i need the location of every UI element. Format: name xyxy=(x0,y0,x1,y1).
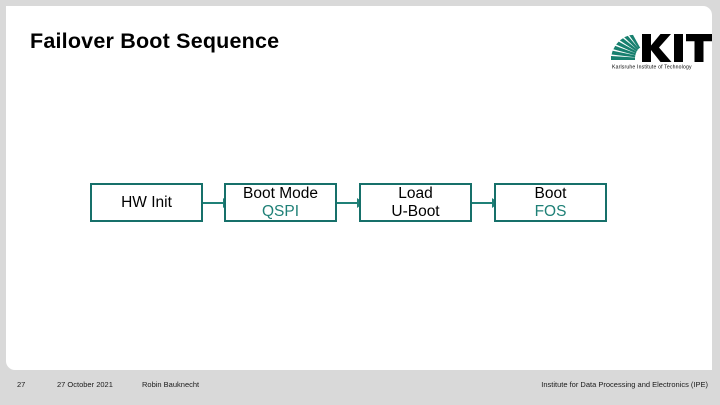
flow-box-boot-line1: Boot xyxy=(534,184,567,202)
footer-left-group: 27 27 October 2021 Robin Bauknecht xyxy=(17,380,199,389)
flow-box-load-line1: Load xyxy=(398,184,433,202)
connector-shaft xyxy=(203,202,223,204)
kit-tagline: Karlsruhe Institute of Technology xyxy=(612,65,692,71)
footer-institute: Institute for Data Processing and Electr… xyxy=(541,380,708,389)
connector-shaft xyxy=(472,202,492,204)
flow-box-boot-mode-line2: QSPI xyxy=(261,202,300,220)
slide-footer: 27 27 October 2021 Robin Bauknecht Insti… xyxy=(0,370,720,405)
flow-box-boot-fos[interactable]: Boot FOS xyxy=(494,183,607,222)
slide-body: Failover Boot Sequence xyxy=(6,6,712,370)
boot-sequence-diagram: HW Init Boot Mode QSPI Load U-Boot xyxy=(6,6,712,370)
flow-box-load-u-boot[interactable]: Load U-Boot xyxy=(359,183,472,222)
flow-box-hw-init[interactable]: HW Init xyxy=(90,183,203,222)
kit-wordmark xyxy=(642,34,712,62)
flow-box-load-line2: U-Boot xyxy=(391,202,440,220)
flow-box-boot-line2: FOS xyxy=(534,202,567,220)
flow-box-boot-mode[interactable]: Boot Mode QSPI xyxy=(224,183,337,222)
page-title: Failover Boot Sequence xyxy=(30,29,280,53)
flow-box-boot-mode-line1: Boot Mode xyxy=(243,184,318,202)
kit-logo: Karlsruhe Institute of Technology xyxy=(609,26,713,72)
flow-box-hw-init-line1: HW Init xyxy=(121,193,172,211)
footer-author: Robin Bauknecht xyxy=(142,380,200,389)
connector-shaft xyxy=(337,202,357,204)
footer-page-number: 27 xyxy=(17,380,26,389)
kit-fan-icon xyxy=(611,34,641,60)
footer-date: 27 October 2021 xyxy=(57,380,113,389)
